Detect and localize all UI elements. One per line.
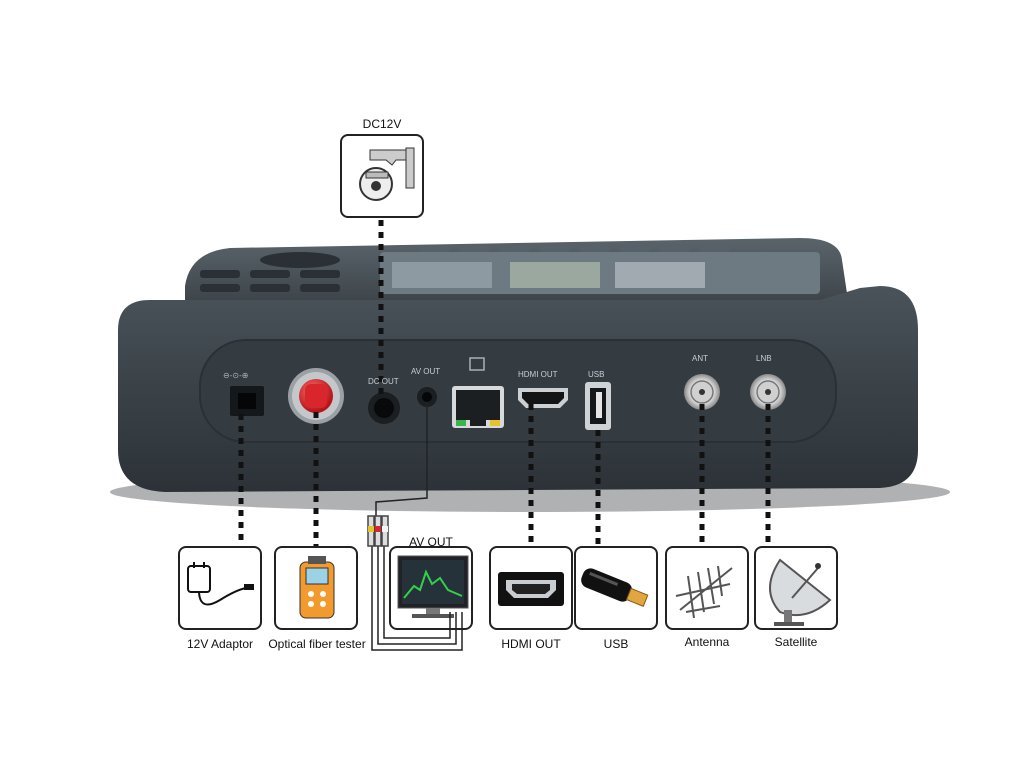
monitor-box (389, 546, 473, 630)
fiber-tester-box (274, 546, 358, 630)
adapter-box (178, 546, 262, 630)
lnb-port-label: LNB (756, 354, 772, 363)
av-out-jack (417, 387, 437, 407)
dc-out-jack (368, 392, 400, 424)
antenna-box (665, 546, 749, 630)
adapter-label: 12V Adaptor (186, 637, 254, 651)
fiber-port (288, 368, 344, 424)
av-out-label: AV OUT (409, 535, 453, 549)
satellite-label: Satellite (774, 635, 818, 649)
hdmi-out-label: HDMI OUT (501, 637, 561, 651)
dc12v-label: DC12V (362, 117, 402, 131)
hdmi-box (489, 546, 573, 630)
camera-box (340, 134, 424, 218)
dc-out-port-label: DC OUT (368, 377, 399, 386)
usb-label: USB (603, 637, 629, 651)
usb-box (574, 546, 658, 630)
usb-port-label: USB (588, 370, 605, 379)
dc-in-jack: ⊖-⊙-⊕ (223, 371, 264, 416)
satellite-box (754, 546, 838, 630)
ant-port-label: ANT (692, 354, 708, 363)
lan-port (452, 357, 504, 428)
device-top (185, 238, 848, 300)
av-out-port-label: AV OUT (411, 367, 441, 376)
svg-text:⊖-⊙-⊕: ⊖-⊙-⊕ (223, 371, 248, 380)
connection-lines (238, 220, 771, 546)
hdmi-out-port-label: HDMI OUT (518, 370, 558, 379)
antenna-label: Antenna (684, 635, 730, 649)
lnb-connector (750, 374, 786, 410)
hdmi-port (518, 388, 568, 408)
ant-connector (684, 374, 720, 410)
fiber-tester-label: Optical fiber tester (268, 637, 366, 651)
usb-port (585, 382, 611, 430)
